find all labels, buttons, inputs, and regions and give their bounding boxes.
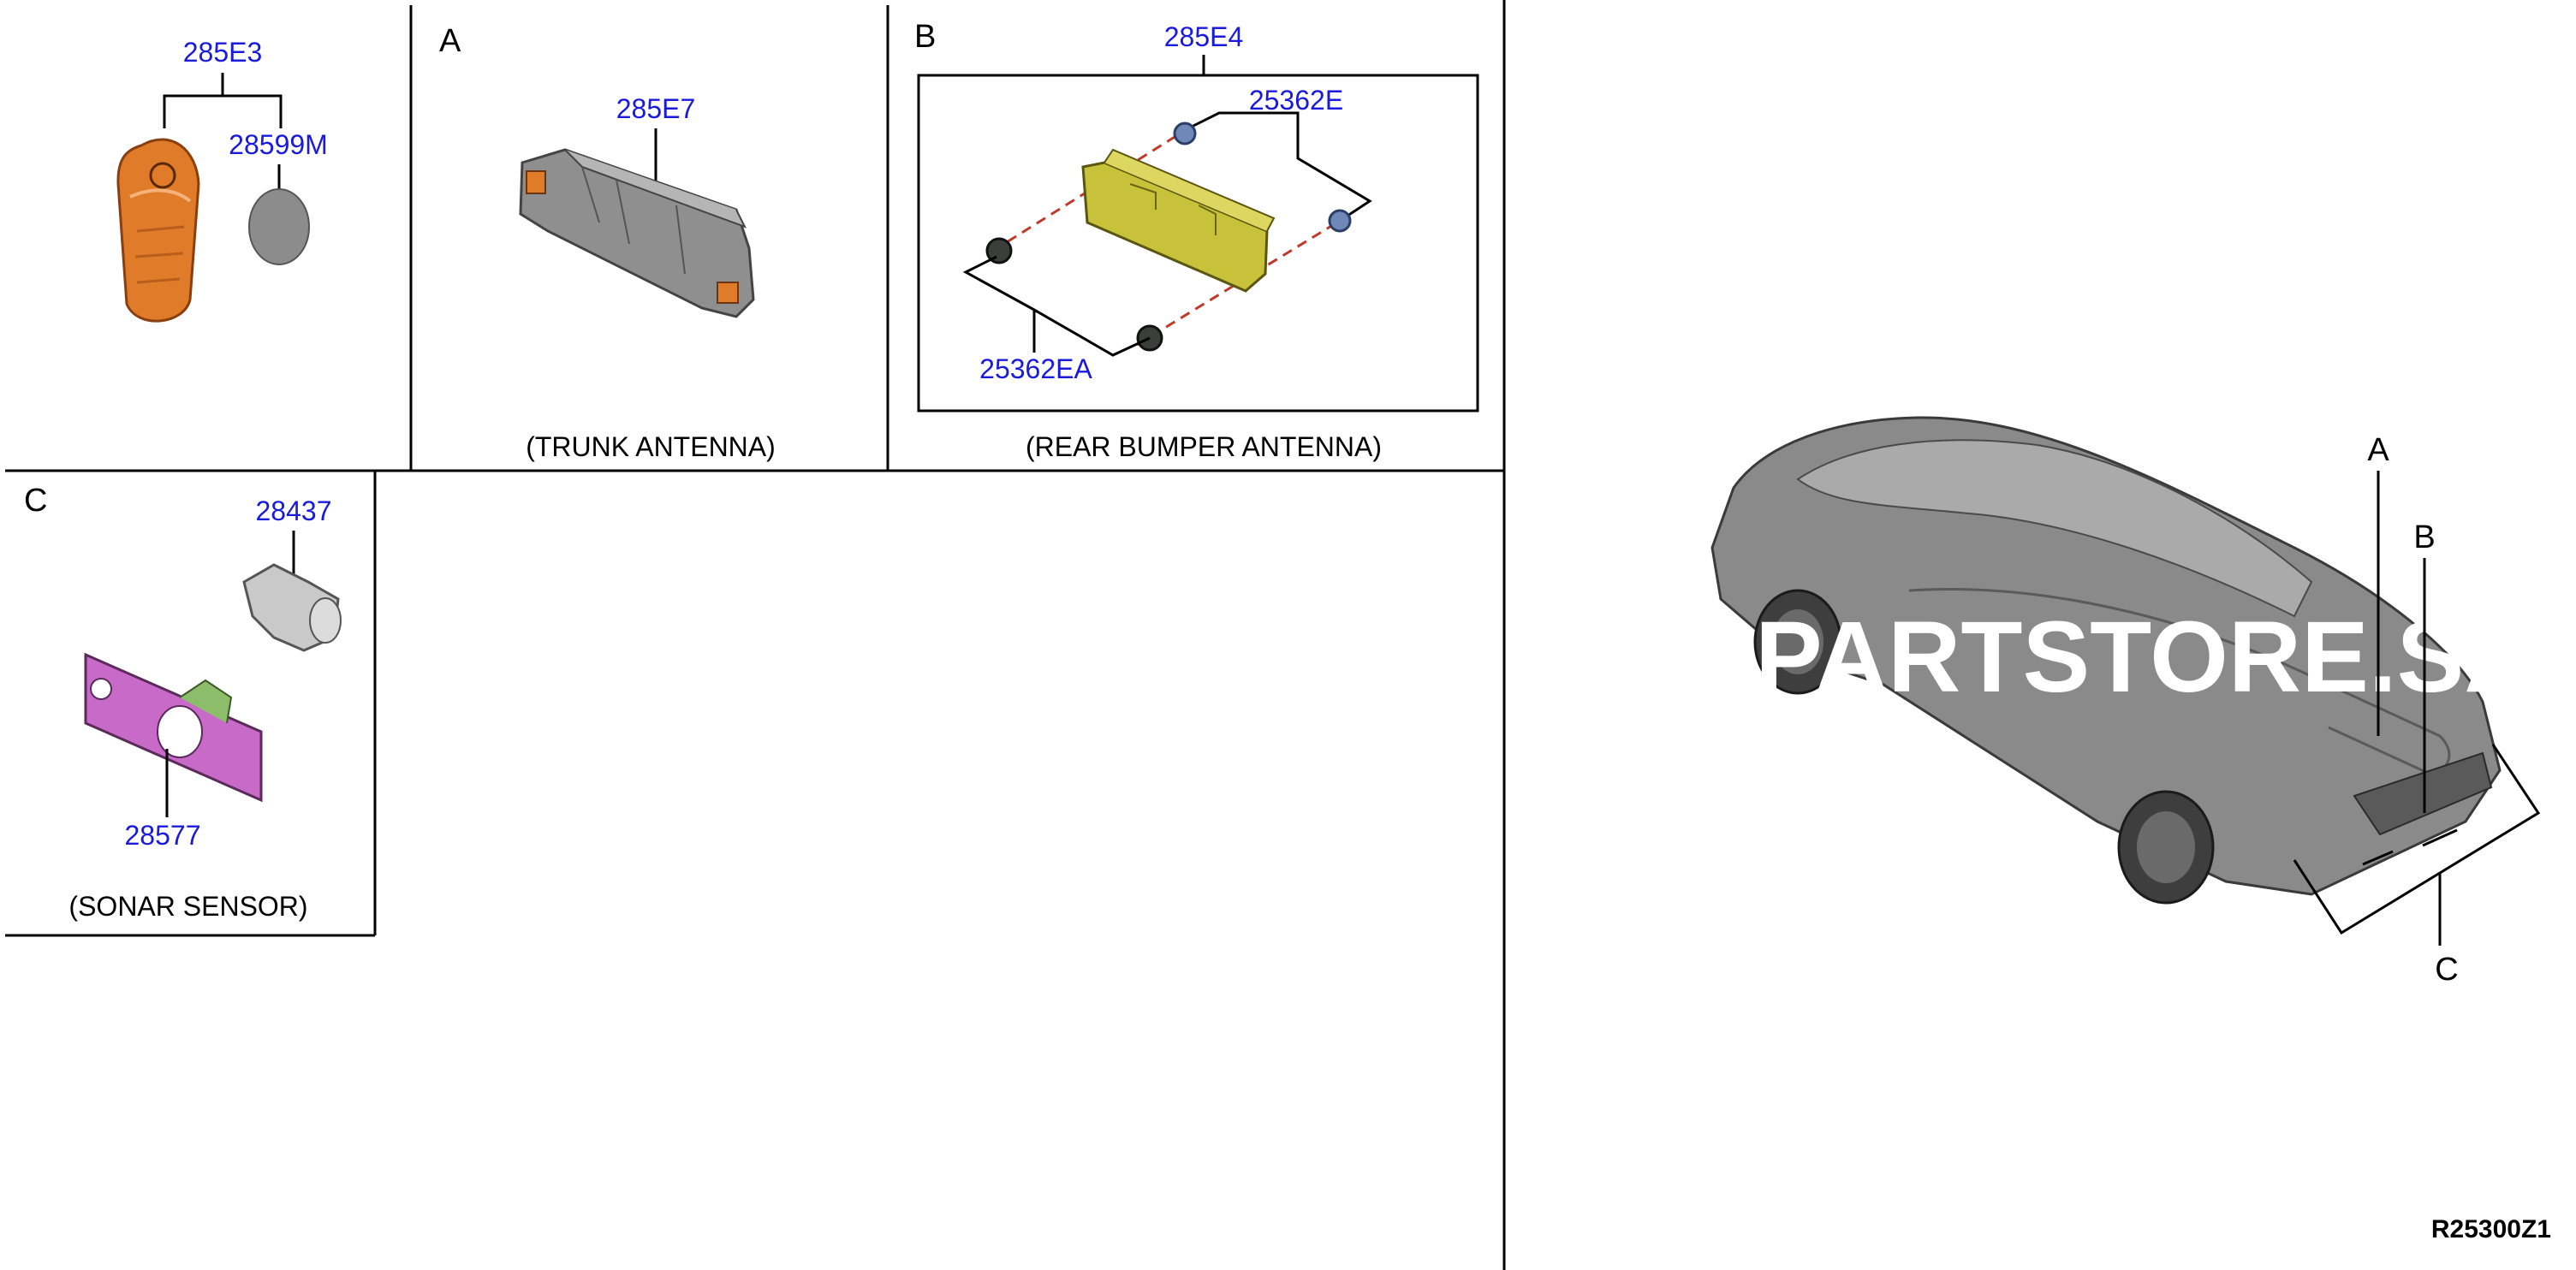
coin-battery-image xyxy=(248,188,310,265)
sonar-bracket-image xyxy=(84,652,263,803)
key-fob-part-number: 285E3 xyxy=(183,37,263,68)
nut-1-image xyxy=(1173,122,1197,145)
trunk-antenna-panel: A 285E7 (TRUNK ANTENNA) xyxy=(439,23,776,462)
rear-bumper-antenna-caption: (REAR BUMPER ANTENNA) xyxy=(1026,431,1382,462)
sonar-sensor-image xyxy=(242,563,342,652)
watermark: PARTSTORE.SA xyxy=(1755,601,2537,714)
clip-leader xyxy=(962,255,1151,357)
sonar-panel-letter: C xyxy=(24,483,47,519)
clip-1-image xyxy=(985,237,1013,264)
trunk-antenna-image xyxy=(519,148,755,318)
trunk-antenna-part-number: 285E7 xyxy=(616,93,696,124)
key-fob-image xyxy=(116,138,200,323)
rear-bumper-antenna-panel: B 285E4 25362E 25362EA (REAR BUMPER ANTE… xyxy=(914,19,1479,462)
nut-leader xyxy=(1184,111,1372,223)
key-fob-panel: 285E3 28599M xyxy=(116,37,328,323)
nut-2-image xyxy=(1328,209,1352,233)
vehicle-callout-b: B xyxy=(2413,519,2435,555)
rear-bumper-antenna-part-number: 285E4 xyxy=(1164,21,1244,52)
vehicle-image xyxy=(1710,416,2502,905)
trunk-panel-letter: A xyxy=(439,23,461,59)
diagram-reference-code: R25300Z1 xyxy=(2431,1215,2551,1243)
key-fob-leader-bracket xyxy=(163,94,283,128)
vehicle-overview: PARTSTORE.SA A B C xyxy=(1710,416,2541,988)
sonar-bracket-part-number: 28577 xyxy=(125,820,201,851)
vehicle-callout-a: A xyxy=(2367,432,2389,468)
fastener-line-1 xyxy=(992,127,1189,252)
trunk-antenna-caption: (TRUNK ANTENNA) xyxy=(526,431,776,462)
sonar-sensor-panel: C 28437 28577 (SONAR SENSOR) xyxy=(24,483,342,922)
vehicle-callout-c: C xyxy=(2435,952,2458,988)
sonar-sensor-caption: (SONAR SENSOR) xyxy=(68,891,307,922)
antenna-bracket-image xyxy=(1081,148,1276,293)
rear-bumper-panel-letter: B xyxy=(914,19,936,55)
fastener-line-2 xyxy=(1136,219,1341,347)
vehicle-callout-c-sensor-ticks xyxy=(2362,828,2458,866)
nut-part-number: 25362E xyxy=(1249,85,1343,116)
rear-bumper-detail-box xyxy=(917,74,1479,412)
panel-grid xyxy=(5,0,1506,1270)
clip-part-number: 25362EA xyxy=(979,353,1092,384)
battery-part-number: 28599M xyxy=(229,129,328,160)
sonar-sensor-part-number: 28437 xyxy=(256,496,332,526)
